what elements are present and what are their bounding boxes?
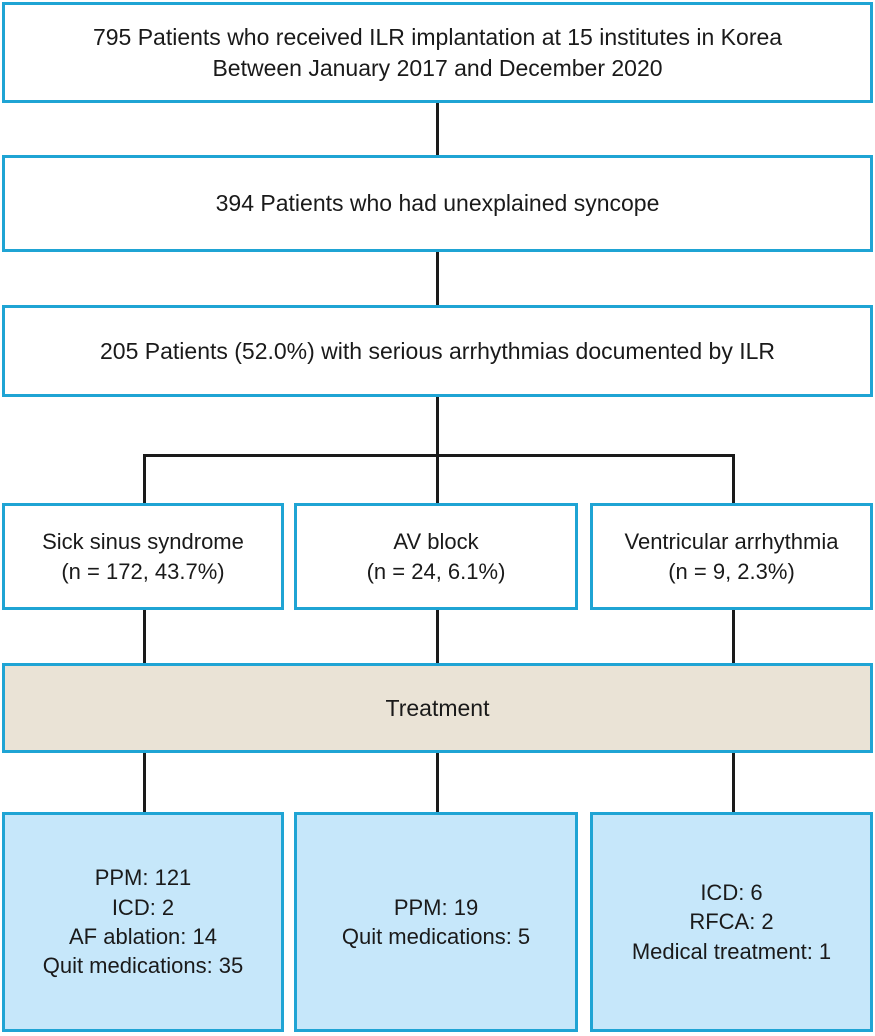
tx-sss-line-4: Quit medications: 35: [42, 953, 244, 979]
connector-cohort-to-syncope: [436, 100, 439, 158]
av-block-stats: (n = 24, 6.1%): [366, 558, 506, 584]
treatment-label: Treatment: [385, 694, 490, 721]
av-block-name: AV block: [393, 529, 479, 555]
node-total-cohort: 795 Patients who received ILR implantati…: [2, 2, 873, 103]
tx-va-line-2: RFCA: 2: [689, 909, 774, 935]
connector-treatment-to-va-outcomes: [732, 750, 735, 815]
cohort-line-1: 795 Patients who received ILR implantati…: [92, 23, 783, 50]
ventricular-stats: (n = 9, 2.3%): [668, 558, 795, 584]
connector-diagnosis-bus: [143, 454, 735, 457]
connector-arrhythmia-to-bus: [436, 394, 439, 456]
connector-sss-to-treatment: [143, 607, 146, 666]
cohort-line-2: Between January 2017 and December 2020: [212, 54, 663, 81]
syncope-line-1: 394 Patients who had unexplained syncope: [215, 190, 660, 217]
tx-va-line-1: ICD: 6: [700, 879, 763, 905]
node-treatment-ventricular-arrhythmia: ICD: 6 RFCA: 2 Medical treatment: 1: [590, 812, 873, 1032]
connector-ventricular-to-treatment: [732, 607, 735, 666]
sss-stats: (n = 172, 43.7%): [61, 558, 225, 584]
arrhythmia-line-1: 205 Patients (52.0%) with serious arrhyt…: [100, 337, 775, 364]
tx-va-line-3: Medical treatment: 1: [631, 938, 832, 964]
node-treatment-sick-sinus-syndrome: PPM: 121 ICD: 2 AF ablation: 14 Quit med…: [2, 812, 284, 1032]
node-treatment-av-block: PPM: 19 Quit medications: 5: [294, 812, 578, 1032]
tx-sss-line-2: ICD: 2: [111, 894, 175, 920]
node-av-block: AV block (n = 24, 6.1%): [294, 503, 578, 610]
ventricular-name: Ventricular arrhythmia: [624, 529, 839, 555]
node-ventricular-arrhythmia: Ventricular arrhythmia (n = 9, 2.3%): [590, 503, 873, 610]
tx-av-line-2: Quit medications: 5: [341, 924, 531, 949]
connector-bus-to-ventricular: [732, 454, 735, 506]
node-unexplained-syncope: 394 Patients who had unexplained syncope: [2, 155, 873, 252]
tx-sss-line-3: AF ablation: 14: [69, 924, 217, 949]
connector-bus-to-av-block: [436, 454, 439, 506]
connector-treatment-to-av-outcomes: [436, 750, 439, 815]
connector-av-block-to-treatment: [436, 607, 439, 666]
node-treatment-banner: Treatment: [2, 663, 873, 753]
tx-sss-line-1: PPM: 121: [94, 865, 192, 891]
tx-av-line-1: PPM: 19: [393, 894, 479, 920]
node-documented-arrhythmias: 205 Patients (52.0%) with serious arrhyt…: [2, 305, 873, 397]
node-sick-sinus-syndrome: Sick sinus syndrome (n = 172, 43.7%): [2, 503, 284, 610]
connector-bus-to-sss: [143, 454, 146, 506]
sss-name: Sick sinus syndrome: [42, 529, 244, 555]
connector-syncope-to-arrhythmia: [436, 249, 439, 308]
connector-treatment-to-sss-outcomes: [143, 750, 146, 815]
